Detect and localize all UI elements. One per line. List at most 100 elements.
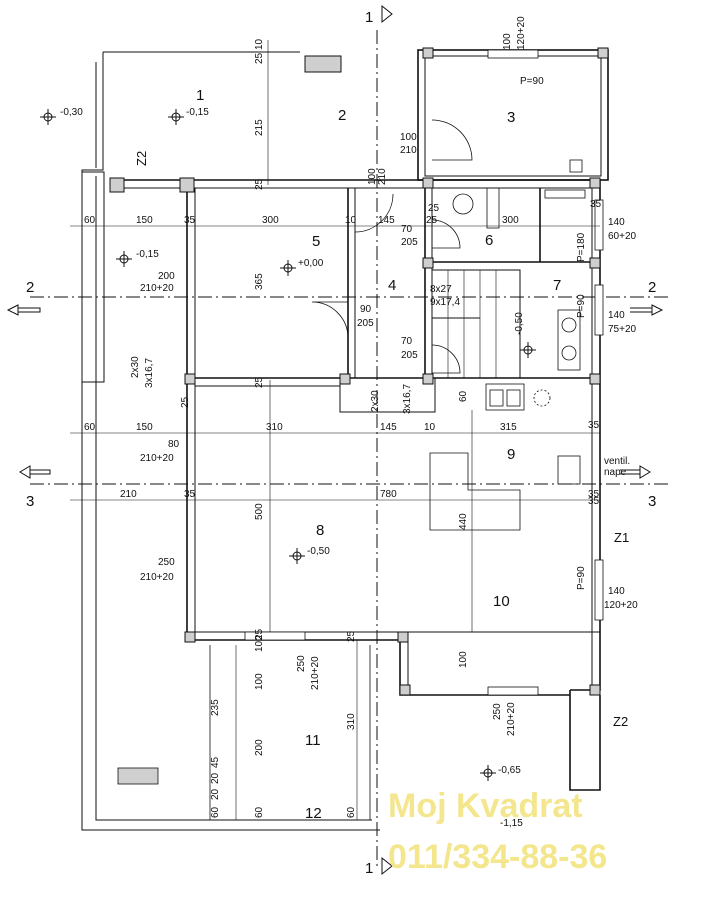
section-mark: 1 bbox=[365, 9, 373, 26]
level-value: +0,00 bbox=[298, 258, 324, 269]
dimension-label: 205 bbox=[401, 237, 418, 248]
dimension-label: 120+20 bbox=[604, 600, 638, 611]
dimension-label: 440 bbox=[458, 513, 469, 530]
dimension-label: 780 bbox=[380, 489, 397, 500]
fixtures bbox=[117, 159, 586, 785]
facade-tag: Z1 bbox=[614, 530, 629, 545]
section-mark: 3 bbox=[648, 493, 656, 510]
facade-tag: Z2 bbox=[134, 151, 149, 166]
dimension-label: 10 bbox=[254, 38, 265, 50]
dimension-label: 35 bbox=[184, 489, 196, 500]
dimension-label: 140 bbox=[608, 586, 625, 597]
dimension-label: 150 bbox=[136, 215, 153, 226]
dimension-label: 35 bbox=[184, 215, 196, 226]
dimension-label: 9x17,4 bbox=[430, 297, 460, 308]
level-value: -0,65 bbox=[498, 765, 521, 776]
dimension-label: 35 bbox=[588, 420, 600, 431]
dimension-label: 120+20 bbox=[516, 16, 527, 50]
dimension-label: P=90 bbox=[576, 566, 587, 590]
dimension-label: 210+20 bbox=[506, 702, 517, 736]
dimension-label: 100 bbox=[254, 673, 265, 690]
door-swings bbox=[311, 119, 473, 374]
dimension-label: 25 bbox=[346, 630, 357, 642]
dimension-label: 250 bbox=[296, 655, 307, 672]
dimension-label: 10 bbox=[424, 422, 436, 433]
room-3: 3 bbox=[507, 109, 515, 126]
dimension-label: 3x16,7 bbox=[402, 384, 413, 414]
level-value: -0,30 bbox=[60, 107, 83, 118]
room-2: 2 bbox=[338, 107, 346, 124]
dimension-label: nape bbox=[604, 467, 627, 478]
dimension-label: 70 bbox=[401, 336, 413, 347]
level-values: -0,30 -0,15 -0,15 +0,00 -0,50 -0,65 -1,1… bbox=[60, 107, 525, 829]
section-mark: 3 bbox=[26, 493, 34, 510]
dimension-label: P=90 bbox=[576, 294, 587, 318]
dimension-lines bbox=[70, 40, 600, 820]
dimension-label: 300 bbox=[502, 215, 519, 226]
watermark-line: Moj Kvadrat bbox=[388, 787, 583, 825]
section-mark: 2 bbox=[26, 279, 34, 296]
dimension-label: 60 bbox=[210, 806, 221, 818]
dimension-label: 145 bbox=[380, 422, 397, 433]
room-7: 7 bbox=[553, 277, 561, 294]
dims-low: 100 100 25 25 250 210+20 100 250 210+20 … bbox=[210, 628, 517, 818]
dimension-label: 60 bbox=[254, 806, 265, 818]
dimension-label: 25 bbox=[254, 376, 265, 388]
section-marks: 1 1 2 2 3 3 bbox=[26, 9, 656, 877]
room-4: 4 bbox=[388, 277, 396, 294]
dimension-label: 80 bbox=[168, 439, 180, 450]
dimension-label: 300 bbox=[262, 215, 279, 226]
dimension-label: 235 bbox=[210, 699, 221, 716]
level-value: -0,15 bbox=[186, 107, 209, 118]
dimension-label: 140 bbox=[608, 310, 625, 321]
dims-row1: 60 150 35 300 10 145 25 300 35 bbox=[84, 199, 602, 226]
dimension-label: 205 bbox=[357, 318, 374, 329]
site-outline bbox=[81, 51, 380, 831]
room-1: 1 bbox=[196, 87, 204, 104]
room-5: 5 bbox=[312, 233, 320, 250]
dimension-label: 100 bbox=[254, 635, 265, 652]
dimension-label: 25 bbox=[254, 52, 265, 64]
columns bbox=[109, 47, 609, 696]
dimension-label: 75+20 bbox=[608, 324, 637, 335]
dimension-label: 200 bbox=[158, 271, 175, 282]
dimension-label: 210+20 bbox=[140, 283, 174, 294]
level-value: -0,50 bbox=[307, 546, 330, 557]
dimension-label: 215 bbox=[254, 119, 265, 136]
level-markers bbox=[40, 109, 536, 781]
dims-row3: 210 35 780 35 500 440 250 210+20 P=90 14… bbox=[120, 489, 638, 611]
dimension-label: 3x16,7 bbox=[144, 358, 155, 388]
level-value: -1,15 bbox=[500, 818, 523, 829]
dimension-label: 100 bbox=[400, 132, 417, 143]
room-6: 6 bbox=[485, 232, 493, 249]
dimension-label: 25 bbox=[254, 628, 265, 640]
room-9: 9 bbox=[507, 446, 515, 463]
dimension-label: 60 bbox=[84, 422, 96, 433]
room-12: 12 bbox=[305, 805, 322, 822]
dimension-label: P=180 bbox=[576, 232, 587, 262]
room-10: 10 bbox=[493, 593, 510, 610]
dimension-label: 250 bbox=[158, 557, 175, 568]
room-8: 8 bbox=[316, 522, 324, 539]
dimension-label: 35 bbox=[588, 489, 600, 500]
dims-top: 25 10 215 25 100 120+20 P=90 100 210 100… bbox=[254, 16, 544, 214]
dimension-label: 20 bbox=[210, 788, 221, 800]
section-mark: 1 bbox=[365, 860, 373, 877]
facade-tags: Z2 Z1 Z2 bbox=[134, 151, 629, 729]
dimension-label: 205 bbox=[401, 350, 418, 361]
dimension-label: 70 bbox=[401, 224, 413, 235]
dimension-label: 210+20 bbox=[140, 572, 174, 583]
dimension-label: 35 bbox=[590, 199, 602, 210]
dimension-label: 60 bbox=[84, 215, 96, 226]
dimension-label: 35 bbox=[588, 496, 600, 507]
dimension-label: 45 bbox=[210, 756, 221, 768]
dimension-label: 365 bbox=[254, 273, 265, 290]
dimension-label: 10 bbox=[345, 215, 357, 226]
watermark: Moj Kvadrat 011/334-88-36 bbox=[388, 787, 607, 876]
dimension-label: 2x30 bbox=[370, 390, 381, 412]
dimension-label: 210+20 bbox=[310, 656, 321, 690]
section-arrows bbox=[6, 4, 664, 876]
dimension-label: 210 bbox=[377, 168, 388, 185]
dimension-label: 210 bbox=[120, 489, 137, 500]
